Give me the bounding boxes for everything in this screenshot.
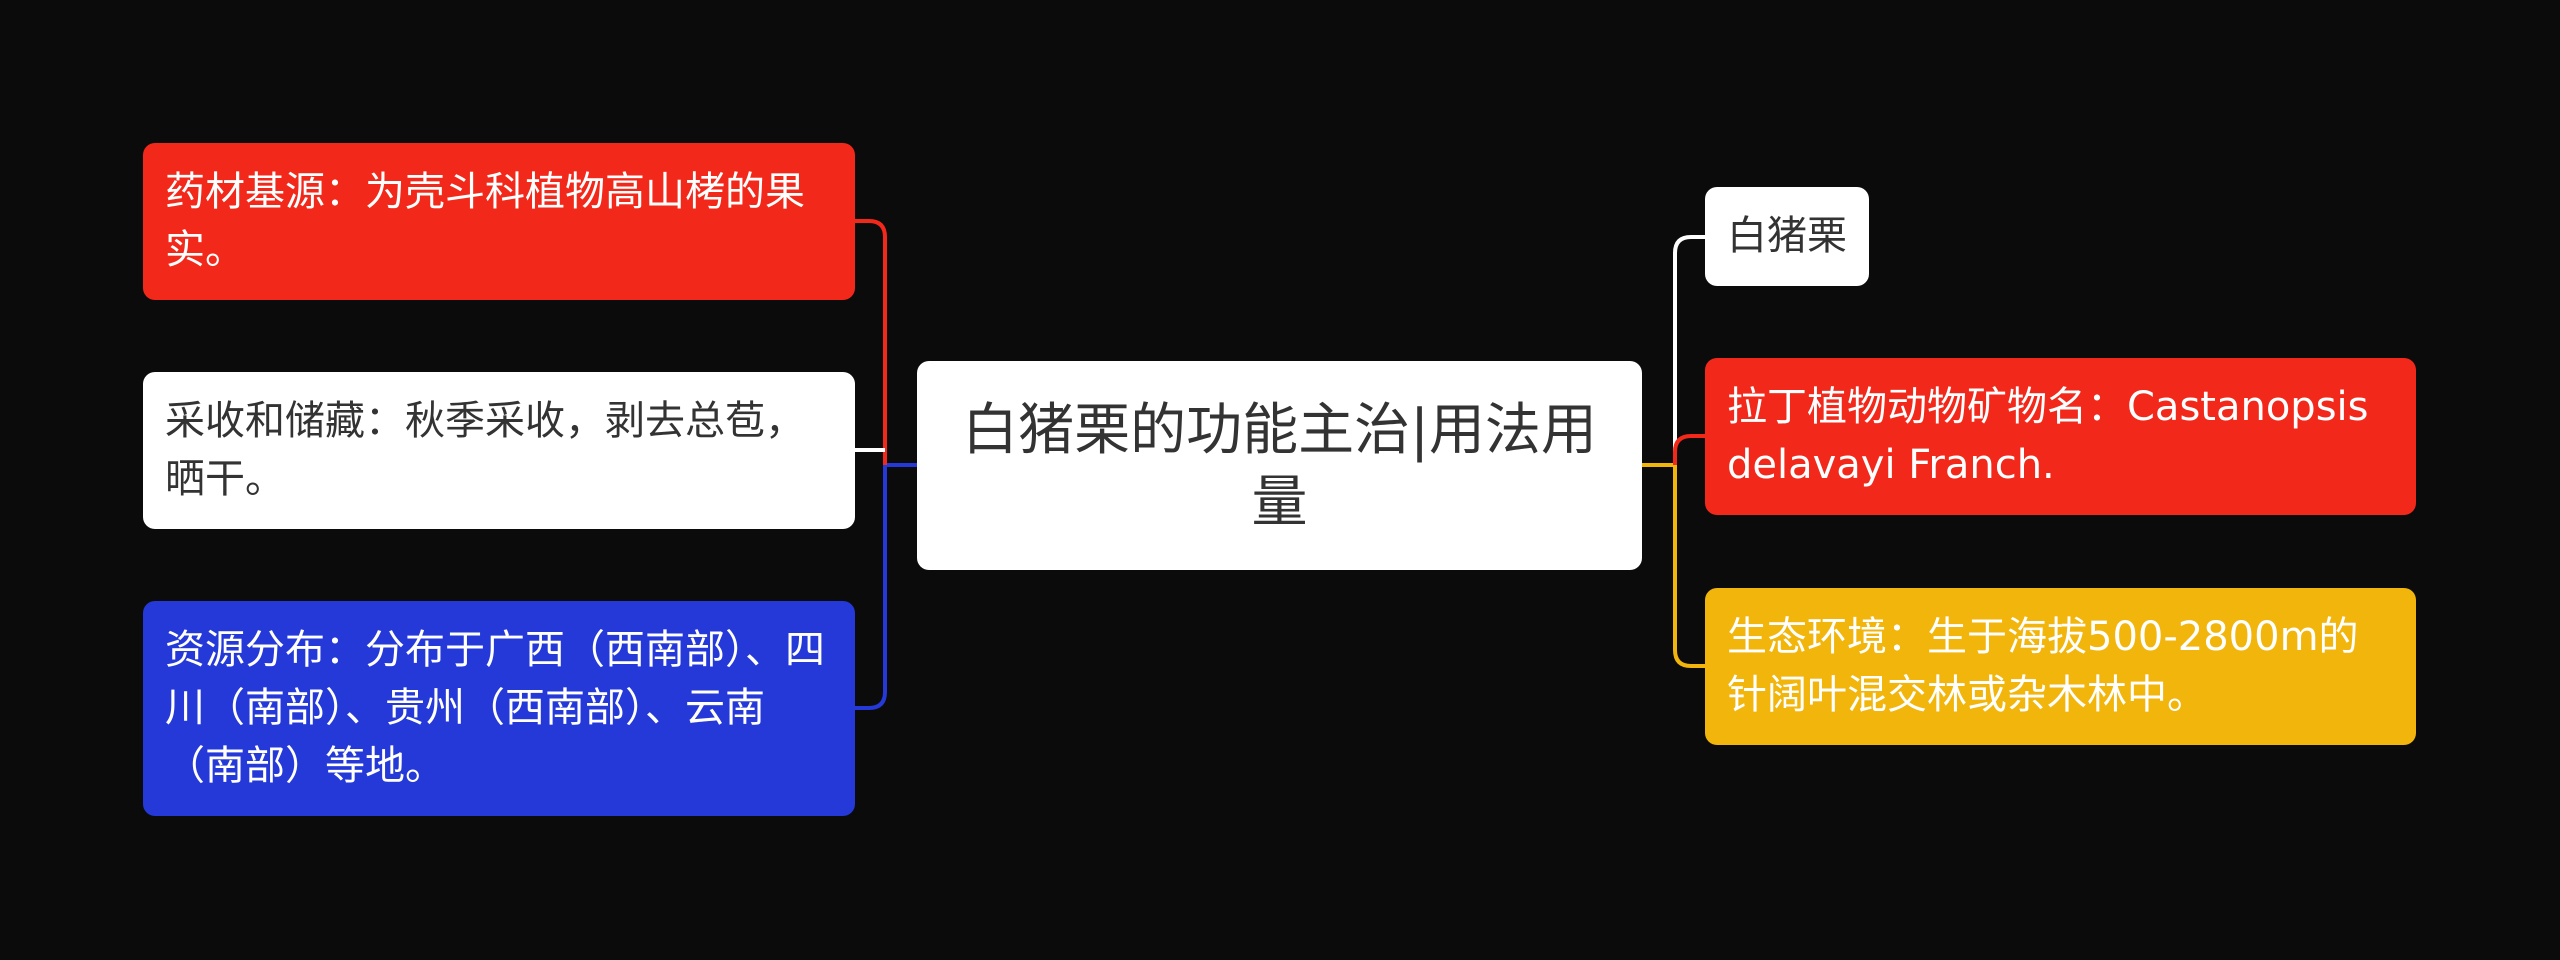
central-topic-node[interactable]: 白猪栗的功能主治|用法用量 bbox=[917, 361, 1642, 570]
branch-node-harvest[interactable]: 采收和储藏：秋季采收，剥去总苞，晒干。 bbox=[143, 372, 855, 529]
branch-harvest-text: 采收和储藏：秋季采收，剥去总苞，晒干。 bbox=[165, 398, 805, 502]
connector-right-white bbox=[1673, 235, 1705, 465]
branch-node-latin-name[interactable]: 拉丁植物动物矿物名：Castanopsis delavayi Franch. bbox=[1705, 358, 2416, 515]
branch-source-text: 药材基源：为壳斗科植物高山栲的果实。 bbox=[165, 169, 805, 273]
branch-node-source[interactable]: 药材基源：为壳斗科植物高山栲的果实。 bbox=[143, 143, 855, 300]
connector-left-red bbox=[855, 219, 887, 465]
connector-left-blue bbox=[855, 465, 887, 710]
branch-node-name[interactable]: 白猪栗 bbox=[1705, 187, 1869, 286]
connector-right-red bbox=[1673, 434, 1705, 465]
branch-node-distribution[interactable]: 资源分布：分布于广西（西南部）、四川（南部）、贵州（西南部）、云南（南部）等地。 bbox=[143, 601, 855, 816]
branch-node-habitat[interactable]: 生态环境：生于海拔500-2800m的针阔叶混交林或杂木林中。 bbox=[1705, 588, 2416, 745]
connector-right-yellow bbox=[1673, 465, 1705, 668]
branch-name-text: 白猪栗 bbox=[1727, 213, 1847, 259]
branch-latin-name-text: 拉丁植物动物矿物名：Castanopsis delavayi Franch. bbox=[1727, 384, 2369, 488]
central-topic-text: 白猪栗的功能主治|用法用量 bbox=[962, 398, 1597, 535]
branch-distribution-text: 资源分布：分布于广西（西南部）、四川（南部）、贵州（西南部）、云南（南部）等地。 bbox=[165, 627, 825, 789]
branch-habitat-text: 生态环境：生于海拔500-2800m的针阔叶混交林或杂木林中。 bbox=[1727, 614, 2359, 718]
